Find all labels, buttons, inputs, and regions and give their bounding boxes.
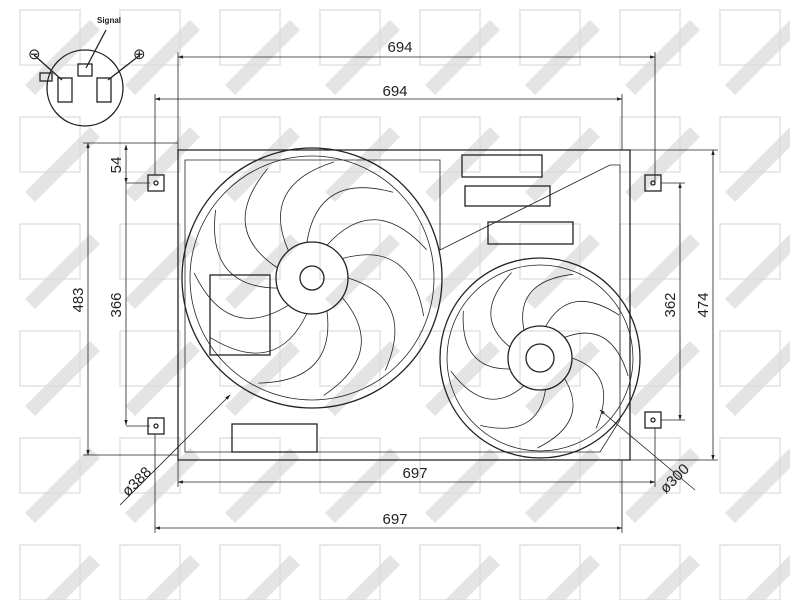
large-fan [181, 147, 443, 409]
watermark-logo-stroke [125, 341, 200, 416]
watermark-logo-stroke [325, 234, 400, 309]
watermark-logo-stroke [125, 234, 200, 309]
watermark-logo-stroke [225, 448, 300, 523]
fan-blade [571, 357, 605, 429]
fan-blade [326, 219, 427, 250]
watermark-logo-stroke [725, 448, 790, 523]
watermark-logo-stroke [425, 341, 500, 416]
watermark-logo-stroke [225, 20, 300, 95]
watermark-logo-stroke [125, 448, 200, 523]
dim-bottom-outer: 697 [382, 511, 407, 528]
fan-blade [258, 310, 329, 384]
dim-left-mount: 366 [108, 292, 125, 317]
dim-right-mount: 362 [662, 292, 679, 317]
watermark-logo-stroke [225, 234, 300, 309]
watermark-logo-stroke [225, 127, 300, 202]
watermark-logo-stroke [525, 448, 600, 523]
fan-blade [209, 313, 308, 354]
fan-blade [347, 277, 396, 371]
watermark-logo-stroke [645, 555, 700, 600]
watermark-logo-stroke [525, 234, 600, 309]
small-fan [439, 257, 641, 459]
watermark-logo-stroke [525, 20, 600, 95]
watermark-logo-stroke [45, 555, 100, 600]
fan-blade [342, 254, 425, 317]
watermark-logo-stroke [725, 20, 790, 95]
watermark-logo-stroke [725, 127, 790, 202]
fan-blade [450, 370, 525, 400]
signal-label: Signal [97, 16, 121, 25]
watermark-logo-stroke [25, 341, 100, 416]
watermark-pattern [19, 9, 790, 600]
watermark-logo-stroke [725, 341, 790, 416]
fan-blade [537, 378, 574, 449]
plus-terminal-label: ⊕ [133, 46, 146, 63]
dimension-lines [83, 52, 718, 533]
watermark-logo-stroke [525, 127, 600, 202]
fan-blade [564, 332, 629, 377]
watermark-logo-stroke [625, 448, 700, 523]
watermark-logo-stroke [425, 234, 500, 309]
fan-blade [323, 297, 362, 396]
dimension-labels: 694 694 483 54 366 362 474 697 697 ø388 … [70, 39, 712, 528]
dim-left-offset: 54 [108, 157, 125, 174]
watermark-logo-stroke [145, 555, 200, 600]
watermark-logo-stroke [725, 234, 790, 309]
watermark-logo-stroke [25, 448, 100, 523]
watermark-logo-stroke [125, 20, 200, 95]
minus-terminal-label: ⊖ [28, 46, 41, 63]
dim-bottom-inner: 697 [402, 465, 427, 482]
watermark-logo-stroke [445, 555, 500, 600]
dim-left-height: 483 [70, 287, 87, 312]
fan-blade [214, 209, 278, 289]
watermark-logo-stroke [545, 555, 600, 600]
dim-top-outer: 694 [387, 39, 412, 56]
fan-blade [306, 187, 394, 243]
dim-top-inner: 694 [382, 83, 407, 100]
watermark-logo-stroke [525, 341, 600, 416]
fan-blade [244, 168, 278, 269]
dim-right-height: 474 [695, 292, 712, 317]
watermark-logo-stroke [245, 555, 300, 600]
watermark-logo-stroke [625, 20, 700, 95]
watermark-logo-stroke [325, 341, 400, 416]
watermark-logo-stroke [325, 127, 400, 202]
shroud-frame [147, 149, 662, 461]
watermark-logo-stroke [25, 127, 100, 202]
fan-blade [462, 310, 510, 370]
watermark-logo-stroke [425, 448, 500, 523]
watermark-logo-stroke [225, 341, 300, 416]
fan-blade [545, 300, 620, 327]
watermark-logo-stroke [625, 341, 700, 416]
fan-blade [480, 389, 546, 429]
watermark-logo-stroke [345, 555, 400, 600]
watermark-logo-stroke [425, 20, 500, 95]
watermark-logo-stroke [625, 127, 700, 202]
watermark-logo-stroke [745, 555, 790, 600]
watermark-logo-stroke [325, 448, 400, 523]
connector-diagram: ⊖ ⊕ Signal [28, 16, 146, 127]
watermark-logo-stroke [25, 234, 100, 309]
fan-blade [490, 272, 512, 348]
fan-blade [522, 273, 574, 331]
fan-blade [280, 161, 334, 251]
fan-blade [193, 272, 289, 319]
